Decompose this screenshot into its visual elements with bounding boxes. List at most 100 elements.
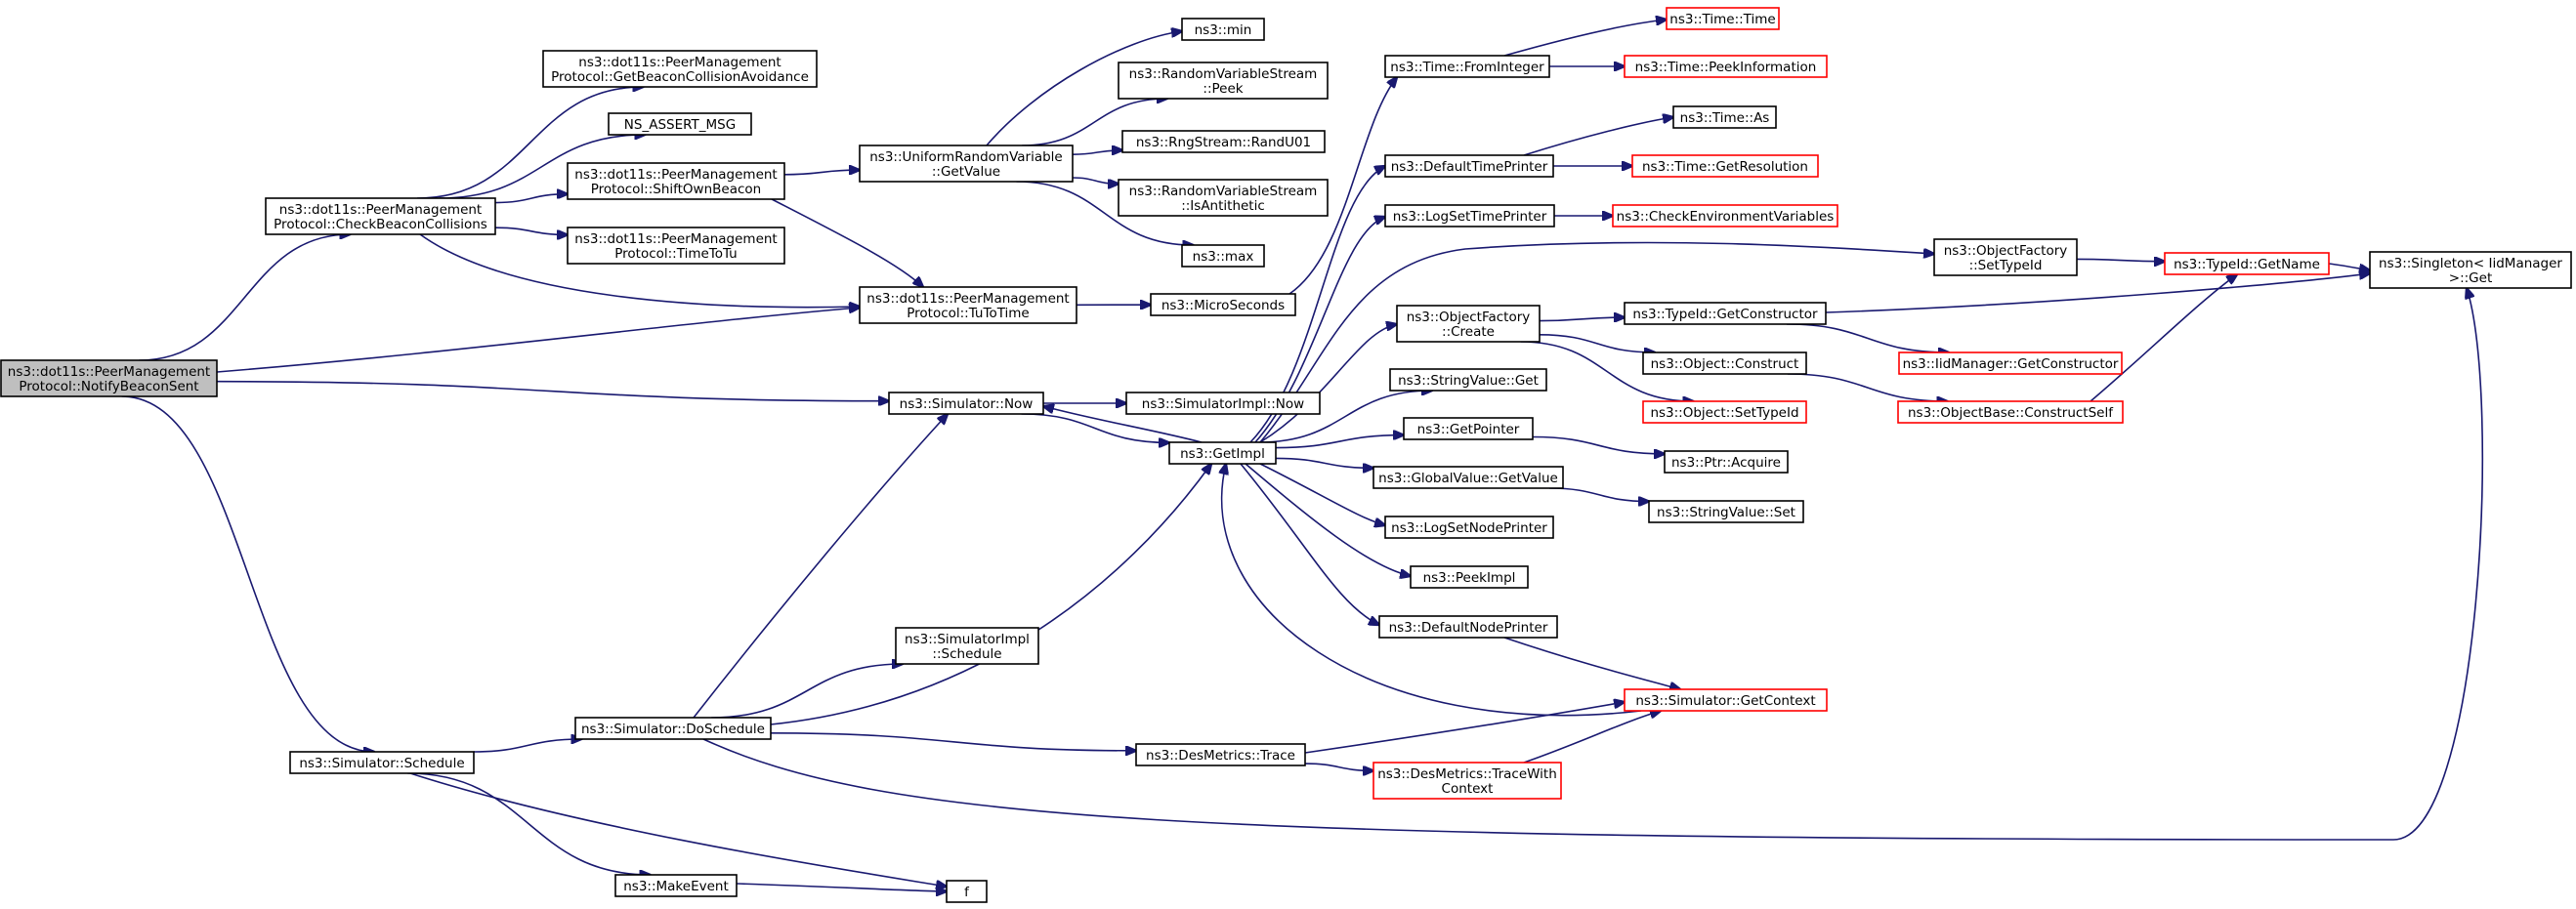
node-min[interactable]: ns3::min <box>1181 18 1265 41</box>
edge-getpointer-to-ptracquire <box>1532 435 1665 454</box>
node-randu01[interactable]: ns3::RngStream::RandU01 <box>1121 130 1326 153</box>
node-label: ns3::SimulatorImpl::Now <box>1142 396 1304 412</box>
node-label: ns3::min <box>1195 22 1252 38</box>
node-objbaseconstruct[interactable]: ns3::ObjectBase::ConstructSelf <box>1897 400 2124 424</box>
edge-checkbeacon-to-timetotu <box>494 227 568 234</box>
node-box <box>1384 55 1550 78</box>
node-label: ns3::TypeId::GetConstructor <box>1632 307 1818 322</box>
node-peekimpl[interactable]: ns3::PeekImpl <box>1410 565 1529 589</box>
node-timeas[interactable]: ns3::Time::As <box>1672 105 1777 129</box>
node-box <box>542 50 818 88</box>
edge-gvgetvalue-to-strvalset <box>1548 487 1649 502</box>
node-uniform[interactable]: ns3::UniformRandomVariable::GetValue <box>859 145 1074 183</box>
edge-ofcreate-to-tidgetctor <box>1539 317 1625 320</box>
node-simimplnow[interactable]: ns3::SimulatorImpl::Now <box>1125 392 1321 415</box>
edge-objconstruct-to-objbaseconstruct <box>1787 373 1948 401</box>
edge-notify-to-checkbeacon <box>139 234 350 361</box>
node-label: ::Create <box>1442 324 1495 340</box>
node-ofcreate[interactable]: ns3::ObjectFactory::Create <box>1396 305 1541 343</box>
edge-uniform-to-min <box>986 31 1182 146</box>
node-box <box>1410 565 1529 589</box>
edge-schedule-to-dosched <box>473 739 582 753</box>
node-getimpl[interactable]: ns3::GetImpl <box>1168 441 1277 465</box>
node-simimplsched[interactable]: ns3::SimulatorImpl::Schedule <box>895 627 1039 665</box>
node-label: ns3::StringValue::Get <box>1398 373 1539 389</box>
node-notify[interactable]: ns3::dot11s::PeerManagementProtocol::Not… <box>0 359 218 397</box>
node-f[interactable]: f <box>946 880 988 903</box>
node-tidgetctor[interactable]: ns3::TypeId::GetConstructor <box>1624 302 1827 325</box>
edge-ofsettid-to-tidgetname <box>2076 259 2165 261</box>
node-peekinfo[interactable]: ns3::Time::PeekInformation <box>1624 55 1828 78</box>
node-nsassert[interactable]: NS_ASSERT_MSG <box>608 112 752 136</box>
node-timetotu[interactable]: ns3::dot11s::PeerManagementProtocol::Tim… <box>567 227 785 265</box>
node-box <box>1612 204 1838 227</box>
edge-getimpl-to-logsnp <box>1259 463 1385 525</box>
node-makeevent[interactable]: ns3::MakeEvent <box>614 874 738 897</box>
node-box <box>1624 688 1828 712</box>
node-timetime[interactable]: ns3::Time::Time <box>1666 7 1780 30</box>
node-objsettid[interactable]: ns3::Object::SetTypeId <box>1642 400 1807 424</box>
node-micro[interactable]: ns3::MicroSeconds <box>1150 293 1296 316</box>
node-label: ns3::Time::As <box>1680 110 1770 126</box>
node-logstp[interactable]: ns3::LogSetTimePrinter <box>1384 204 1555 227</box>
edge-tidgetname-to-singleton <box>2328 263 2370 270</box>
node-schedule[interactable]: ns3::Simulator::Schedule <box>289 751 475 774</box>
node-label: ns3::Object::Construct <box>1651 356 1799 372</box>
node-tutotime[interactable]: ns3::dot11s::PeerManagementProtocol::TuT… <box>859 286 1077 324</box>
node-fromint[interactable]: ns3::Time::FromInteger <box>1384 55 1550 78</box>
node-label: ns3::max <box>1193 249 1254 265</box>
node-gvgetvalue[interactable]: ns3::GlobalValue::GetValue <box>1372 466 1564 489</box>
node-box <box>567 227 785 265</box>
node-label: ns3::Ptr::Acquire <box>1671 455 1781 471</box>
edge-makeevent-to-f <box>736 883 947 891</box>
node-label: ns3::SimulatorImpl <box>905 632 1030 647</box>
edge-dosched-to-getimpl <box>770 464 1211 725</box>
node-dosched[interactable]: ns3::Simulator::DoSchedule <box>574 717 772 740</box>
node-label: f <box>964 885 970 900</box>
edge-tidgetctor-to-singleton <box>1825 273 2370 313</box>
node-box <box>946 880 988 903</box>
node-label: ns3::GetPointer <box>1417 422 1520 437</box>
node-checkbeacon[interactable]: ns3::dot11s::PeerManagementProtocol::Che… <box>265 197 496 235</box>
edge-checkbeacon-to-shiftown <box>494 194 568 204</box>
node-label: ns3::RandomVariableStream <box>1129 66 1318 82</box>
edge-notify-to-schedule <box>121 395 375 752</box>
node-getpointer[interactable]: ns3::GetPointer <box>1403 417 1534 440</box>
node-iidgetctor[interactable]: ns3::IidManager::GetConstructor <box>1898 351 2123 375</box>
node-simnow[interactable]: ns3::Simulator::Now <box>888 392 1044 415</box>
node-deftp[interactable]: ns3::DefaultTimePrinter <box>1384 154 1554 178</box>
node-shiftown[interactable]: ns3::dot11s::PeerManagementProtocol::Shi… <box>567 162 785 200</box>
node-getbeaconcoll[interactable]: ns3::dot11s::PeerManagementProtocol::Get… <box>542 50 818 88</box>
node-destrace[interactable]: ns3::DesMetrics::Trace <box>1135 743 1306 766</box>
node-label: ns3::Time::Time <box>1669 12 1775 27</box>
edge-fromint-to-timetime <box>1503 20 1667 57</box>
node-box <box>1648 500 1804 523</box>
node-logsnp[interactable]: ns3::LogSetNodePrinter <box>1384 516 1554 539</box>
edge-dosched-to-simimplsched <box>711 664 903 719</box>
node-simgetctx[interactable]: ns3::Simulator::GetContext <box>1624 688 1828 712</box>
node-ofsettid[interactable]: ns3::ObjectFactory::SetTypeId <box>1933 238 2078 276</box>
node-box <box>1118 179 1329 217</box>
node-objconstruct[interactable]: ns3::Object::Construct <box>1642 351 1807 375</box>
node-getres[interactable]: ns3::Time::GetResolution <box>1631 154 1819 178</box>
node-box <box>265 197 496 235</box>
node-tidgetname[interactable]: ns3::TypeId::GetName <box>2164 252 2330 275</box>
node-max[interactable]: ns3::max <box>1181 244 1265 268</box>
node-defnp[interactable]: ns3::DefaultNodePrinter <box>1378 615 1558 639</box>
node-ptracquire[interactable]: ns3::Ptr::Acquire <box>1664 450 1789 474</box>
edge-shiftown-to-tutotime <box>771 198 923 287</box>
node-box <box>1118 62 1329 100</box>
node-strvalget[interactable]: ns3::StringValue::Get <box>1389 368 1547 392</box>
node-rvspeek[interactable]: ns3::RandomVariableStream::Peek <box>1118 62 1329 100</box>
node-label: ns3::Simulator::GetContext <box>1635 693 1815 709</box>
node-layer: ns3::dot11s::PeerManagementProtocol::Not… <box>0 7 2572 903</box>
node-box <box>859 145 1074 183</box>
node-checkenv[interactable]: ns3::CheckEnvironmentVariables <box>1612 204 1838 227</box>
edge-ofcreate-to-objsettid <box>1520 341 1694 401</box>
node-singleton[interactable]: ns3::Singleton< IidManager >::Get <box>2369 251 2572 289</box>
node-box <box>1181 244 1265 268</box>
edge-notify-to-simnow <box>216 380 889 401</box>
node-strvalset[interactable]: ns3::StringValue::Set <box>1648 500 1804 523</box>
node-isanti[interactable]: ns3::RandomVariableStream::IsAntithetic <box>1118 179 1329 217</box>
